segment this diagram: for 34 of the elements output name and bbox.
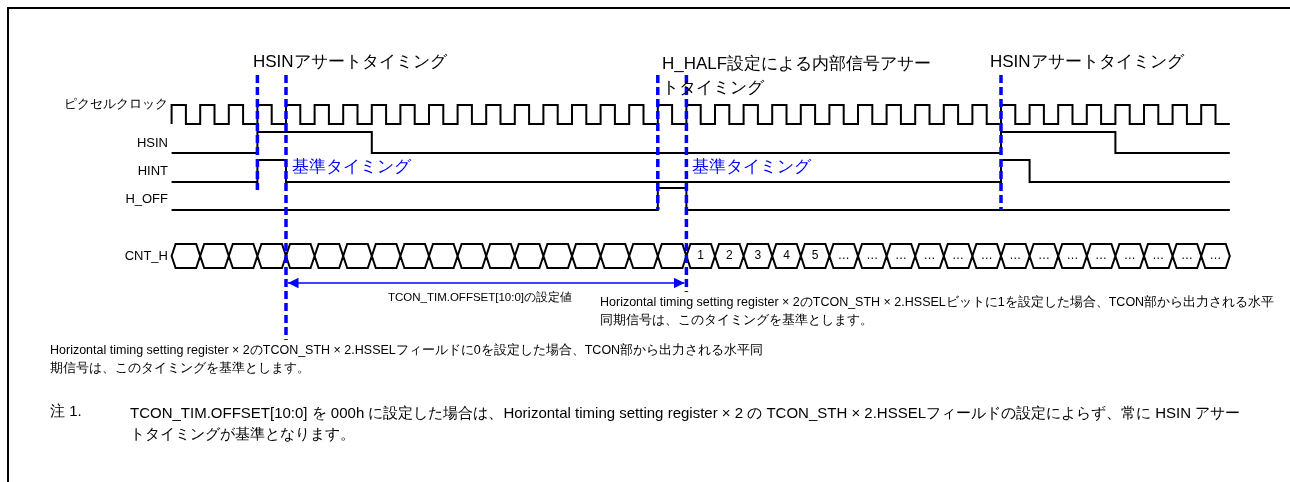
bus-value: … (1180, 248, 1193, 263)
reference-timing-label: 基準タイミング (692, 157, 811, 178)
note-text: Horizontal timing setting register × 2のTCON_STH × 2.HSSELフィールドに0を設定した場合、TCON部から出力される水平同期信号は、このタイミングを基準とします。 (50, 342, 765, 377)
bus-value: 2 (725, 248, 733, 263)
bus-value: … (1152, 248, 1165, 263)
bus-value: … (866, 248, 879, 263)
signal-label: ピクセルクロック (64, 96, 168, 112)
timing-label: HSINアサートタイミング (990, 52, 1184, 73)
bus-value: 3 (754, 248, 762, 263)
signal-label: H_OFF (125, 191, 168, 207)
bus-value: 4 (783, 248, 790, 263)
note-number: 注 1. (50, 402, 82, 420)
timing-label: HSINアサートタイミング (253, 52, 447, 73)
bus-value: 5 (811, 248, 819, 263)
bus-value: … (1095, 248, 1108, 263)
timing-label: H_HALF設定による内部信号アサートタイミング (662, 53, 932, 99)
bus-value: … (837, 248, 850, 263)
signal-label: HINT (137, 163, 168, 179)
signal-label: HSIN (136, 135, 168, 151)
bus-value: … (1209, 248, 1222, 263)
note-text: Horizontal timing setting register × 2のTCON_STH × 2.HSSELビットに1を設定した場合、TCON部から出力される水平同期信号は、このタイミングを基準とします。 (600, 294, 1276, 329)
note-text: TCON_TIM.OFFSET[10:0] を 000h に設定した場合は、Horizontal timing setting register × 2 の TCON_STH × 2.HSSELフィールドの設定によらず、常に HSIN アサートタイミングが基準となります。 (130, 403, 1242, 444)
bus-value: … (952, 248, 965, 263)
bus-value: … (1037, 248, 1050, 263)
bus-value: … (1009, 248, 1022, 263)
bus-value: … (923, 248, 936, 263)
bus-value: … (980, 248, 993, 263)
bus-value: … (1066, 248, 1079, 263)
bus-value: … (1123, 248, 1136, 263)
bus-value: 1 (697, 248, 705, 263)
signal-label: CNT_H (124, 248, 168, 264)
bus-value: … (894, 248, 907, 263)
dimension-label: TCON_TIM.OFFSET[10:0]の設定値 (387, 291, 573, 305)
reference-timing-label: 基準タイミング (292, 157, 411, 178)
